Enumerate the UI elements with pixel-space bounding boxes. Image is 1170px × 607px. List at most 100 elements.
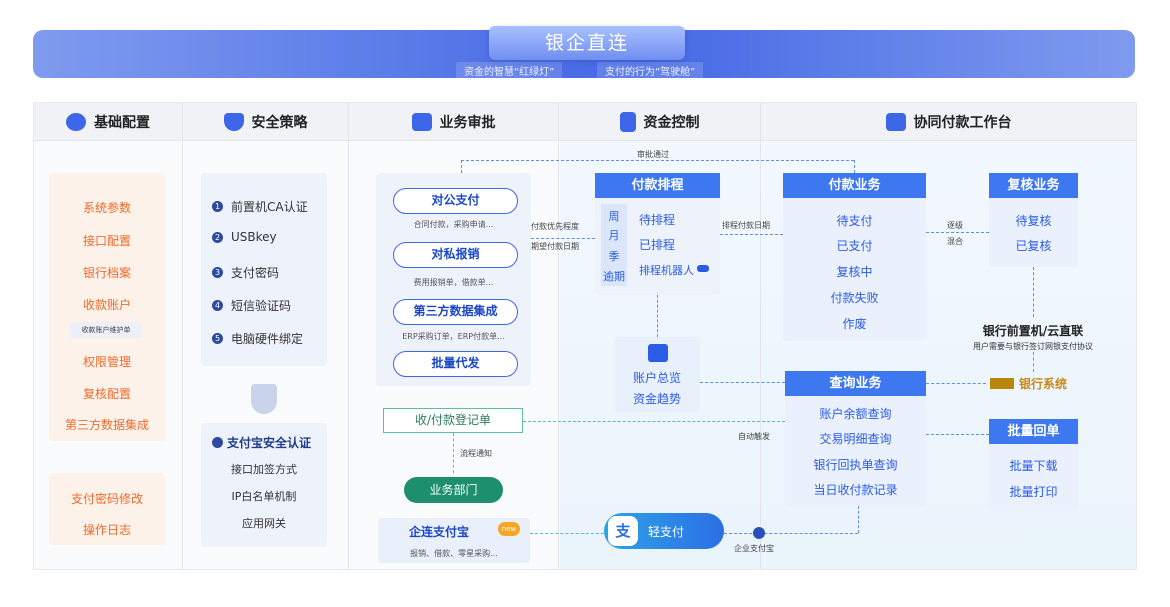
bank-building-icon: [990, 378, 1014, 389]
expected-date-label: 期望付款日期: [531, 242, 579, 251]
basic-item-sub[interactable]: 收款账户维护单: [70, 322, 142, 338]
connector-line: [530, 533, 604, 534]
approval-desc: 合同付款，采购申请...: [413, 220, 494, 229]
basic-config-card-2: [49, 473, 165, 545]
column-workbench: 协同付款工作台: [761, 103, 1136, 141]
business-dept-badge[interactable]: 业务部门: [404, 477, 503, 503]
approved-label: 审批通过: [637, 150, 669, 159]
batch-item[interactable]: 批量打印: [1009, 485, 1058, 499]
query-item[interactable]: 账户余额查询: [819, 407, 892, 421]
review-item[interactable]: 待复核: [1015, 214, 1052, 228]
basic-item[interactable]: 支付密码修改: [70, 492, 143, 506]
approval-desc: 费用报销单，借款单...: [413, 278, 494, 287]
banner-subtitle-left: 资金的智慧“红绿灯”: [456, 62, 563, 79]
connector-line: [1033, 267, 1034, 317]
column-divider: [558, 103, 559, 570]
column-workbench-title: 协同付款工作台: [913, 114, 1012, 131]
security-item-label: 短信验证码: [231, 299, 292, 313]
column-approval-title: 业务审批: [439, 114, 496, 131]
alipay-security-item: 接口加签方式: [231, 463, 297, 476]
alipay-security-title: 支付宝安全认证: [212, 434, 311, 451]
basic-item[interactable]: 操作日志: [82, 523, 131, 537]
enterprise-alipay-icon: [753, 527, 765, 539]
light-pay-label: 轻支付: [648, 525, 685, 539]
robot-icon: [697, 265, 709, 272]
number-badge: 5: [212, 333, 223, 344]
connector-line: [461, 160, 854, 161]
column-security-title: 安全策略: [251, 114, 308, 131]
query-item[interactable]: 当日收付款记录: [813, 483, 898, 497]
new-badge: new: [498, 522, 520, 536]
payment-item[interactable]: 复核中: [836, 265, 873, 279]
query-item[interactable]: 银行回执单查询: [813, 458, 898, 472]
basic-item[interactable]: 复核配置: [82, 387, 131, 401]
connector-line: [926, 434, 989, 435]
basic-item[interactable]: 第三方数据集成: [64, 418, 149, 432]
period-month[interactable]: 月: [608, 229, 620, 242]
bank-front-title: 银行前置机/云直联: [982, 324, 1084, 338]
query-title: 查询业务: [785, 371, 926, 396]
basic-item[interactable]: 权限管理: [82, 355, 131, 369]
schedule-item[interactable]: 已排程: [639, 238, 676, 252]
security-item-label: 电脑硬件绑定: [231, 332, 304, 346]
connector-line: [531, 238, 595, 239]
banner-subtitle-right: 支付的行为“驾驶舱”: [597, 62, 704, 79]
basic-item[interactable]: 接口配置: [82, 234, 131, 248]
approval-corporate-pay[interactable]: 对公支付: [393, 188, 518, 214]
payment-item[interactable]: 付款失败: [830, 291, 879, 305]
period-week[interactable]: 周: [608, 210, 620, 223]
connector-line: [724, 533, 858, 534]
batch-item[interactable]: 批量下载: [1009, 459, 1058, 473]
period-quarter[interactable]: 季: [608, 250, 620, 263]
payment-item[interactable]: 作废: [842, 317, 867, 331]
schedule-item[interactable]: 排程机器人: [639, 264, 694, 277]
priority-label: 付款优先程度: [531, 222, 579, 231]
number-badge: 1: [212, 201, 223, 212]
basic-item[interactable]: 银行档案: [82, 266, 131, 280]
column-approval: 业务审批: [349, 103, 558, 141]
payment-card: [783, 173, 926, 341]
overview-item[interactable]: 账户总览: [632, 371, 681, 385]
review-item[interactable]: 已复核: [1015, 239, 1052, 253]
schedule-date-label: 排程付款日期: [722, 221, 770, 230]
period-overdue[interactable]: 逾期: [603, 270, 625, 283]
schedule-item[interactable]: 待排程: [639, 213, 676, 227]
approval-private-reimburse[interactable]: 对私报销: [393, 242, 518, 268]
period-strip: [601, 204, 627, 286]
payment-title: 付款业务: [783, 173, 926, 198]
payment-item[interactable]: 已支付: [836, 239, 873, 253]
security-item-label: 前置机CA认证: [231, 200, 308, 214]
wallet-icon: [885, 112, 906, 131]
number-badge: 3: [212, 267, 223, 278]
connector-line: [453, 433, 454, 473]
approval-third-party[interactable]: 第三方数据集成: [393, 299, 518, 325]
basic-item[interactable]: 收款账户: [82, 298, 131, 312]
connector-line: [926, 383, 986, 384]
connector-line: [720, 234, 783, 235]
shield-icon: [223, 112, 244, 131]
gear-icon: [66, 112, 86, 131]
step-label: 逐级: [947, 221, 963, 230]
query-item[interactable]: 交易明细查询: [819, 432, 892, 446]
connector-line: [854, 160, 855, 173]
money-bag-icon: [619, 111, 636, 132]
alipay-desc: 报销、借款、零星采购...: [410, 549, 498, 558]
basic-config-card: [49, 173, 165, 441]
alipay-title[interactable]: 企连支付宝: [408, 525, 469, 539]
security-item: 1 前置机CA认证: [212, 198, 308, 215]
column-divider: [760, 103, 761, 570]
security-item: 5 电脑硬件绑定: [212, 330, 303, 347]
basic-item[interactable]: 系统参数: [82, 201, 131, 215]
payment-item[interactable]: 待支付: [836, 214, 873, 228]
alipay-security-item: IP白名单机制: [231, 490, 297, 503]
payment-register-form[interactable]: 收/付款登记单: [383, 408, 523, 433]
overview-item[interactable]: 资金趋势: [632, 392, 681, 406]
connector-line: [858, 506, 859, 533]
alipay-security-title-text: 支付宝安全认证: [227, 436, 312, 450]
chart-icon: [648, 344, 668, 362]
connector-line: [926, 232, 989, 233]
number-badge: 4: [212, 300, 223, 311]
approval-batch-payroll[interactable]: 批量代发: [393, 351, 518, 377]
auto-trigger-label: 自动触发: [738, 432, 770, 441]
